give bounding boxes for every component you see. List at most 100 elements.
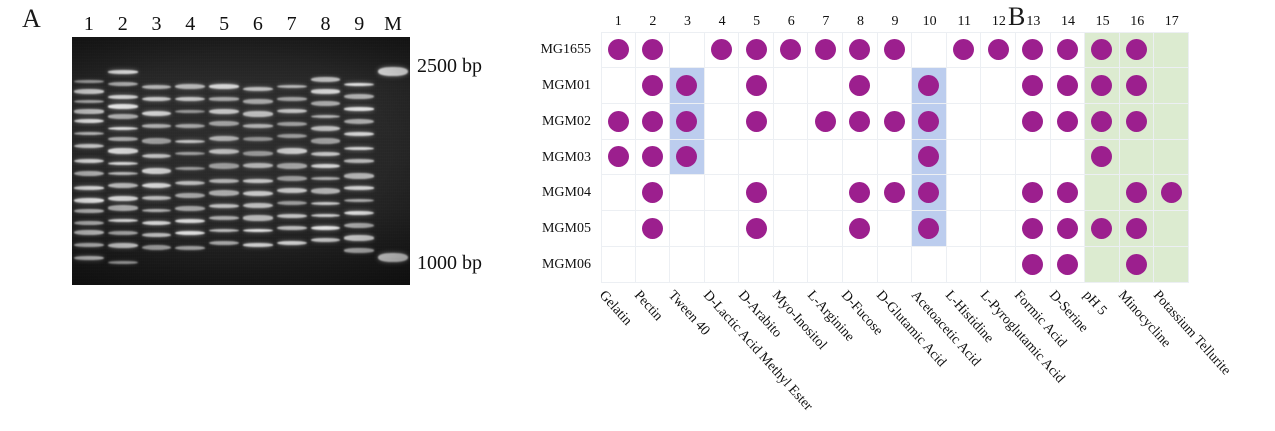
heatmap-cell [670, 211, 705, 248]
heatmap-cell [912, 247, 947, 283]
positive-dot [1125, 253, 1147, 275]
heatmap-cell [808, 139, 844, 176]
positive-dot [1125, 182, 1147, 204]
heatmap-cell [739, 211, 774, 248]
heatmap-cell [946, 139, 982, 176]
heatmap-cell [843, 103, 878, 140]
gel-band [344, 131, 375, 136]
gel-band [141, 183, 172, 189]
gel-band [107, 230, 138, 236]
gel-band [141, 111, 172, 117]
gel-band [175, 109, 206, 114]
gel-band [107, 94, 138, 99]
positive-dot [607, 146, 629, 168]
positive-dot [641, 146, 663, 168]
column-number-7: 7 [822, 14, 830, 29]
heatmap-cell [1015, 211, 1051, 248]
positive-dot [641, 182, 663, 204]
heatmap-cell [1085, 175, 1120, 212]
positive-dot [849, 218, 871, 240]
gel-band [175, 181, 206, 186]
gel-band [310, 151, 341, 156]
column-number-14: 14 [1061, 14, 1076, 29]
column-number-17: 17 [1164, 14, 1179, 29]
gel-band [175, 166, 206, 171]
gel-band [141, 96, 172, 102]
gel-band [74, 109, 104, 114]
gel-band [175, 139, 206, 143]
row-label-mg1655: MG1655 [540, 42, 591, 57]
positive-dot [780, 39, 802, 61]
heatmap-cell [601, 67, 636, 104]
gel-band [209, 108, 239, 114]
gel-band [107, 242, 138, 248]
heatmap-cell [739, 175, 774, 212]
positive-dot [745, 182, 767, 204]
column-number-10: 10 [922, 14, 937, 29]
row-label-mgm02: MGM02 [541, 113, 591, 129]
heatmap-cell [773, 247, 809, 283]
positive-dot [641, 39, 663, 61]
positive-dot [1056, 110, 1078, 132]
row-label-mgm05: MGM05 [541, 221, 591, 237]
positive-dot [745, 218, 767, 240]
heatmap-cell [739, 32, 774, 68]
gel-lane-label-m: M [384, 13, 402, 35]
heatmap-cell [1050, 139, 1086, 176]
gel-band [310, 138, 341, 144]
positive-dot [641, 218, 663, 240]
heatmap-cell [877, 175, 913, 212]
heatmap-cell [670, 139, 705, 176]
heatmap-grid [601, 32, 1189, 283]
gel-band [310, 238, 341, 243]
positive-dot [745, 39, 767, 61]
panel-b-letter: B [1008, 2, 1026, 31]
heatmap-cell [670, 175, 705, 212]
gel-band [276, 85, 307, 89]
heatmap-cell [808, 32, 844, 68]
heatmap-cell [912, 175, 947, 212]
gel-band [74, 220, 104, 226]
heatmap-cell [1085, 103, 1120, 140]
column-number-15: 15 [1095, 14, 1110, 29]
column-number-2: 2 [649, 14, 657, 29]
heatmap-cell [739, 103, 774, 140]
positive-dot [607, 39, 629, 61]
heatmap-cell [1015, 139, 1051, 176]
heatmap-cell [1050, 32, 1086, 68]
column-number-3: 3 [683, 14, 691, 29]
row-label-mgm04: MGM04 [541, 185, 591, 201]
heatmap-cell [739, 67, 774, 104]
heatmap-cell [912, 32, 947, 68]
x-axis-label-15: pH 5 [1080, 288, 1110, 319]
gel-band [344, 173, 375, 179]
heatmap-cell [670, 247, 705, 283]
gel-band [344, 247, 375, 253]
gel-band [74, 230, 104, 236]
positive-dot [849, 74, 871, 96]
gel-band [209, 84, 239, 89]
bp-marker-1000: 1000 bp [417, 252, 482, 274]
gel-band [107, 261, 138, 265]
heatmap-cell [1154, 247, 1189, 283]
gel-band [107, 81, 138, 87]
heatmap-cell [1119, 211, 1155, 248]
positive-dot [918, 182, 940, 204]
gel-band [175, 218, 206, 223]
gel-band [344, 186, 375, 191]
heatmap-cell [635, 175, 671, 212]
gel-band [310, 188, 341, 194]
positive-dot [1091, 74, 1113, 96]
gel-band [243, 190, 273, 196]
heatmap-cell [1119, 67, 1155, 104]
heatmap-cell [843, 211, 878, 248]
gel-band [74, 119, 104, 124]
positive-dot [607, 110, 629, 132]
gel-band [74, 186, 104, 191]
heatmap-cell [981, 211, 1016, 248]
heatmap-cell [946, 103, 982, 140]
heatmap-cell [1050, 211, 1086, 248]
gel-band [209, 148, 239, 154]
